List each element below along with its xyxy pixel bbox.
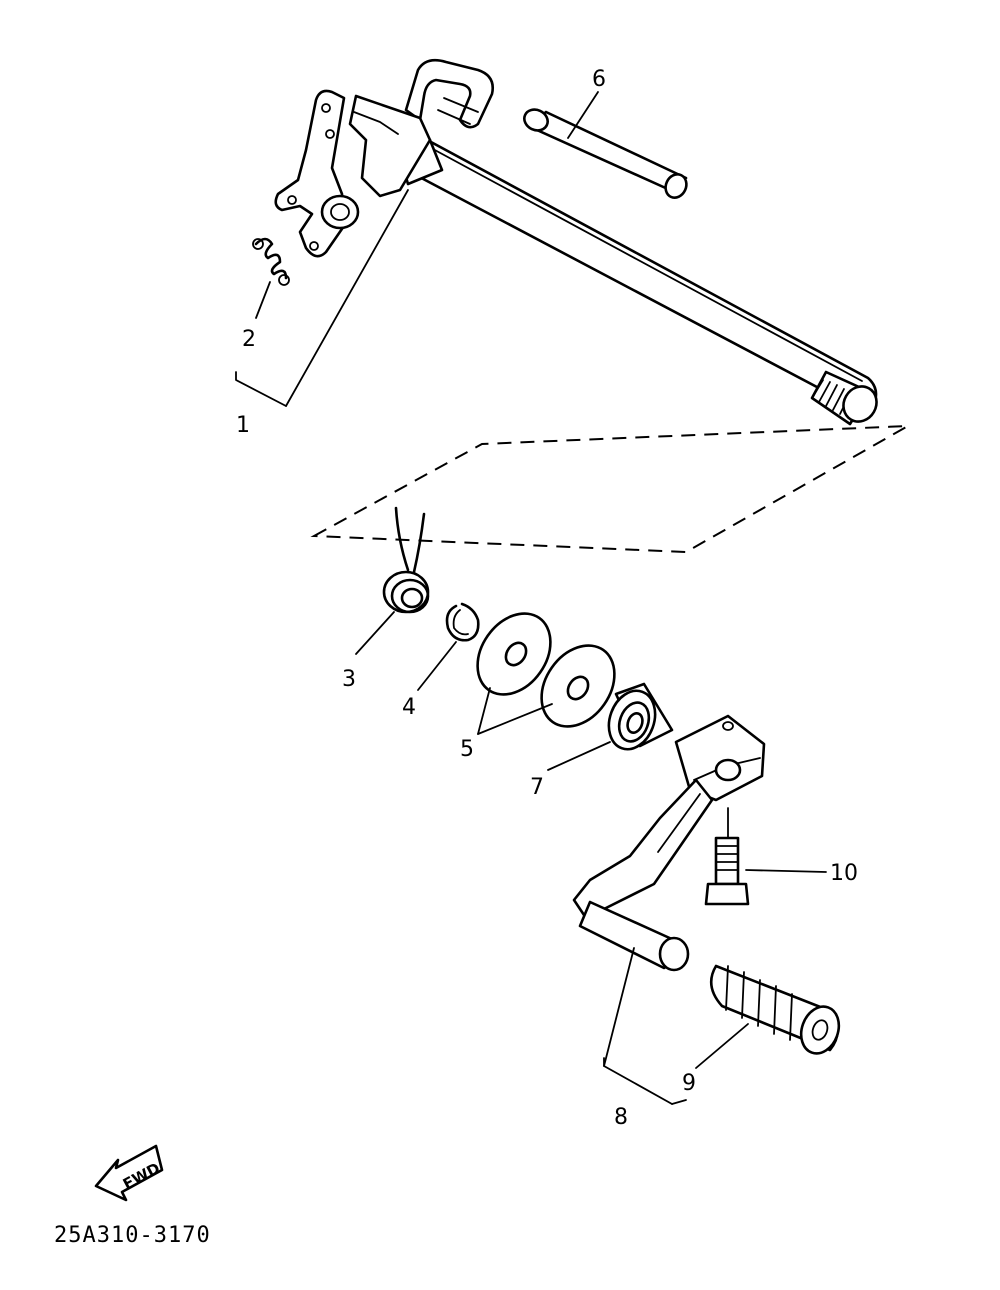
callout-label-3: 3: [342, 667, 356, 692]
bolt: [704, 836, 750, 906]
return-spring: [252, 237, 290, 286]
splined-shaft-end: [810, 370, 878, 426]
pedal-rubber: [709, 964, 841, 1055]
leader-lines: [235, 91, 827, 1105]
callout-label-10: 10: [830, 861, 858, 886]
drawing-code: 25A310-3170: [54, 1223, 211, 1248]
torsion-spring: [382, 506, 430, 614]
oil-seal: [607, 682, 674, 751]
washer: [540, 644, 616, 728]
fwd-arrow-icon: FWD: [94, 1144, 164, 1202]
callout-label-2: 2: [242, 327, 256, 352]
callout-label-7: 7: [530, 775, 544, 800]
callout-label-1: 1: [236, 413, 250, 438]
shift-shaft-assembly: [274, 58, 878, 426]
callout-label-9: 9: [682, 1071, 696, 1096]
callout-label-5: 5: [460, 737, 474, 762]
circlip: [445, 602, 480, 642]
change-pedal: [572, 714, 766, 972]
callout-label-8: 8: [614, 1105, 628, 1130]
dowel-pin: [523, 108, 688, 199]
callout-label-4: 4: [402, 695, 416, 720]
callout-label-6: 6: [592, 67, 606, 92]
assembly-alignment-line: [310, 425, 909, 554]
